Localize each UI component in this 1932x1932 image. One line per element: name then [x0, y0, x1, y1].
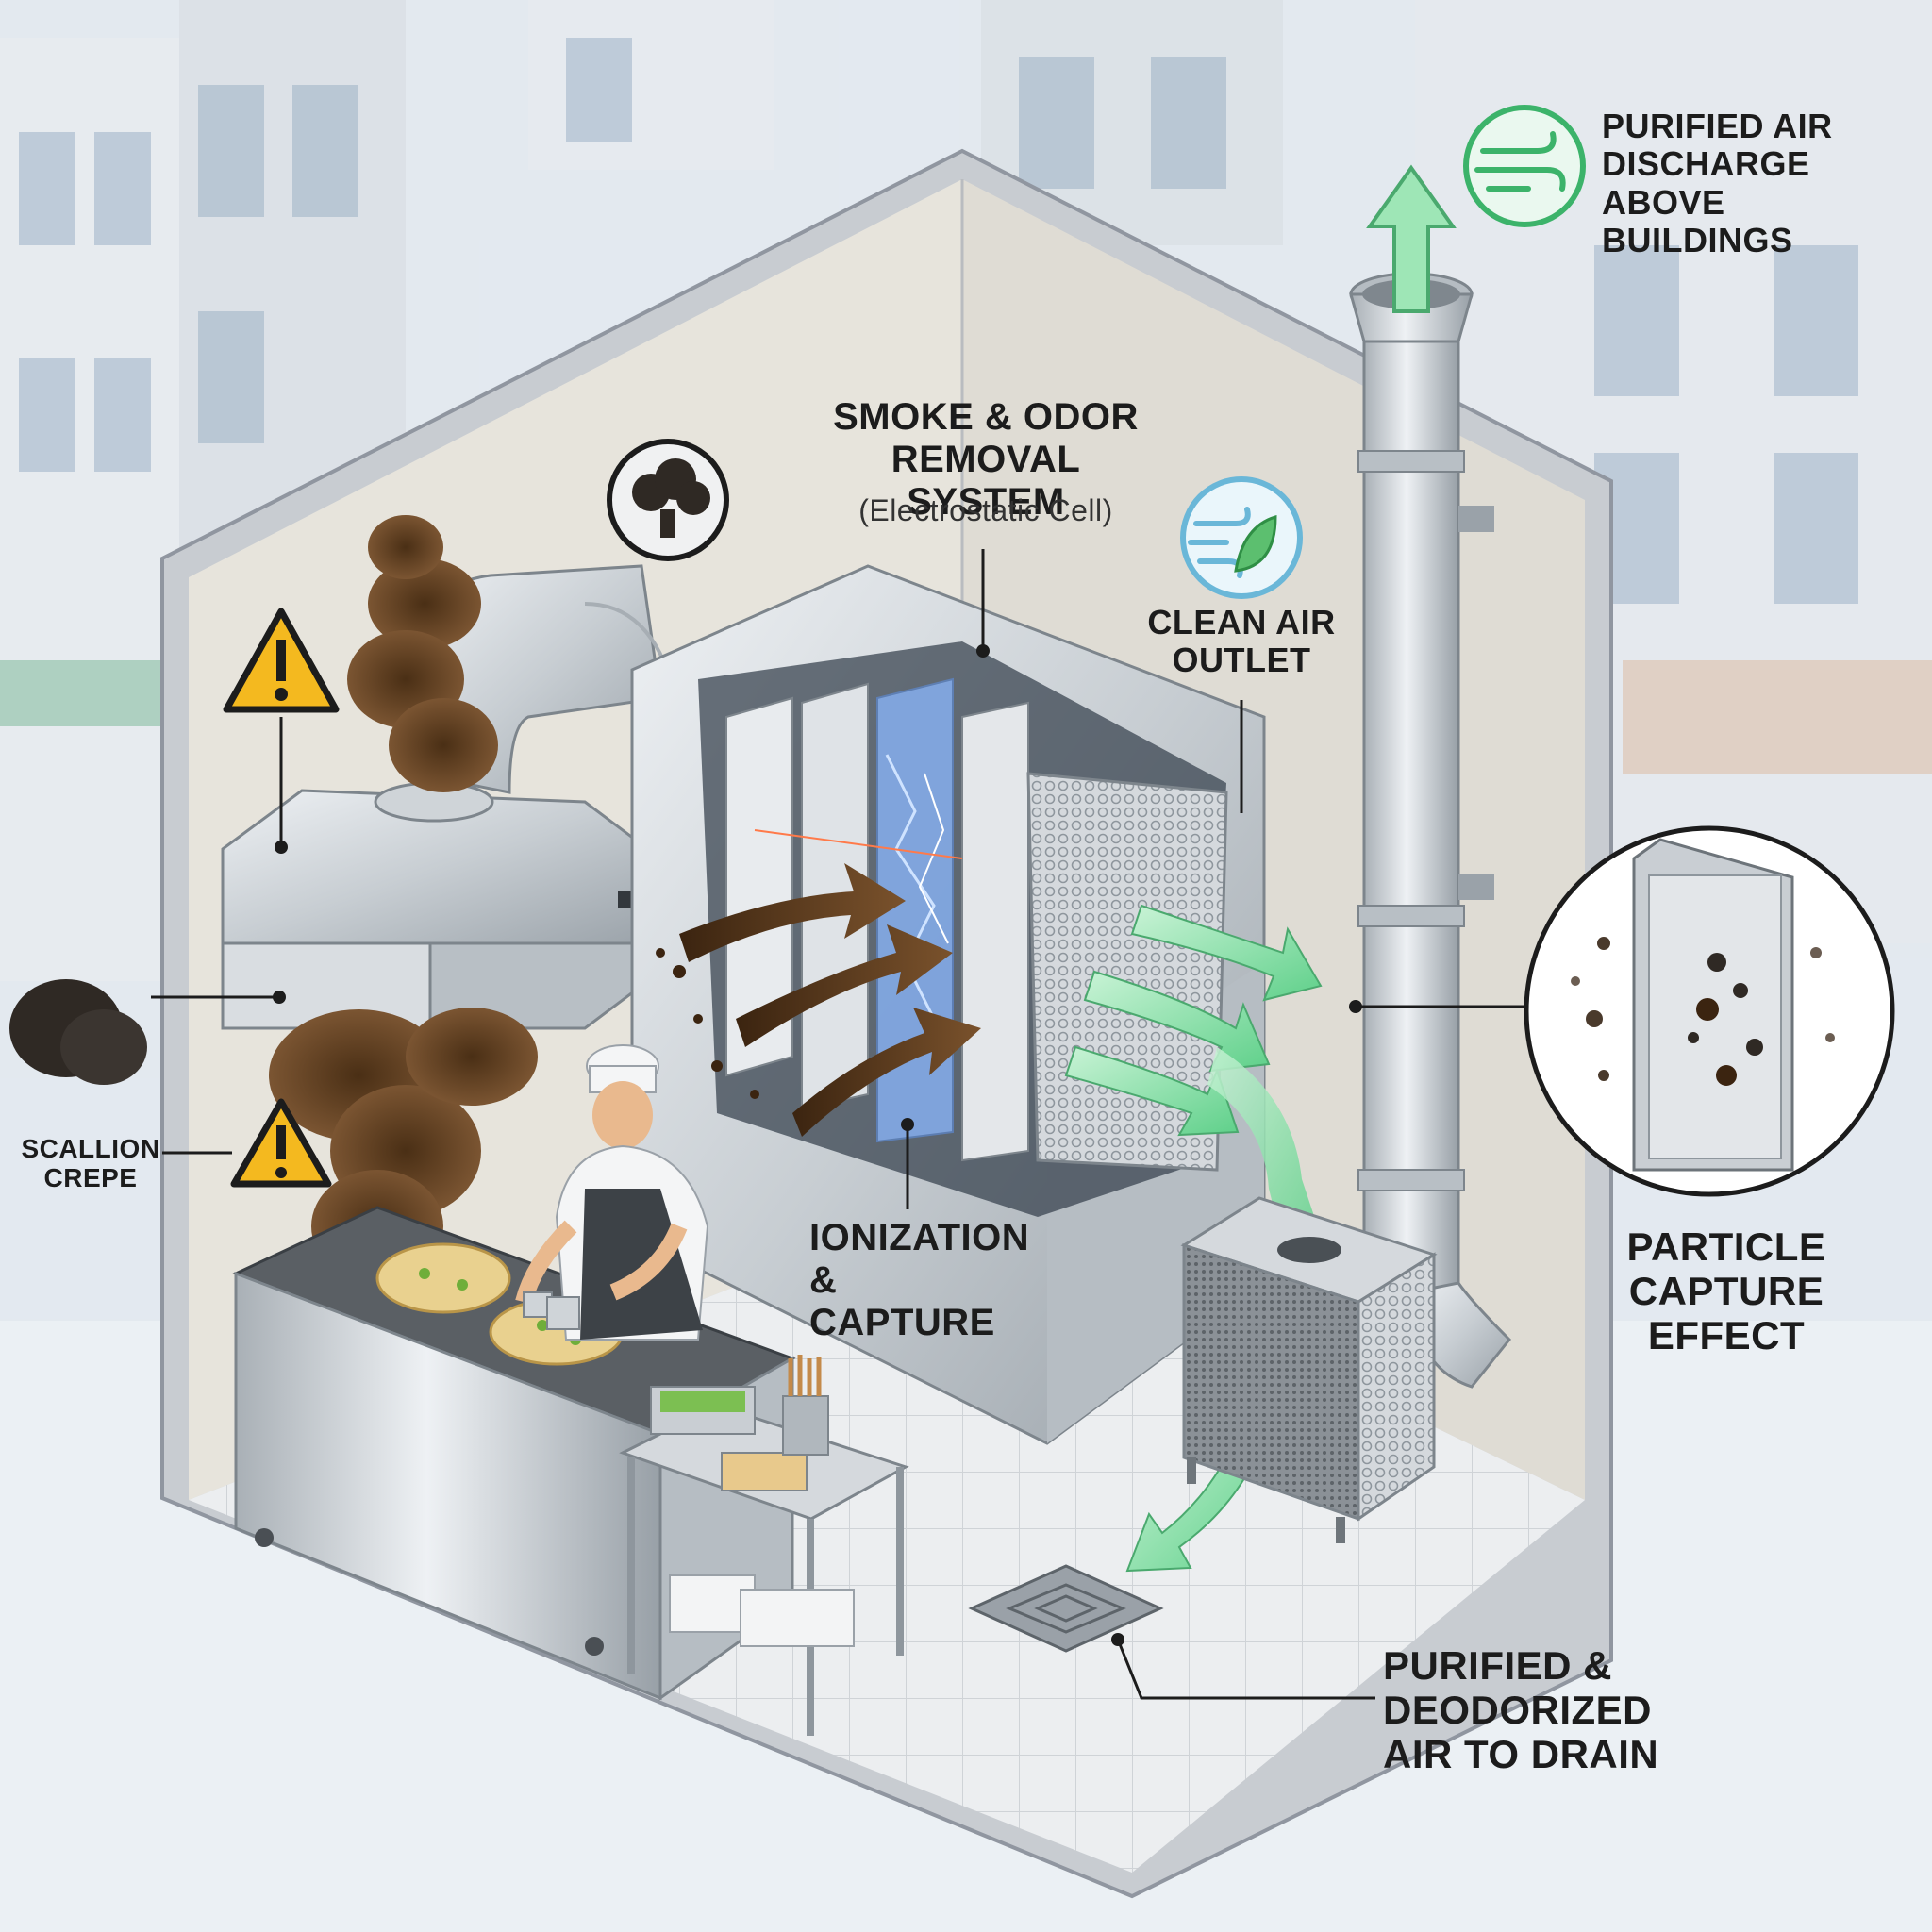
wind-icon [1466, 108, 1583, 225]
scallion-crepe-label: SCALLION CREPE [19, 1134, 162, 1193]
leader-dot [275, 841, 288, 854]
leader-dot [1349, 1000, 1362, 1013]
particle-capture-label: PARTICLE CAPTURE EFFECT [1613, 1224, 1840, 1357]
leader-dot [976, 644, 990, 658]
kitchen-hood [223, 783, 660, 1028]
leader-dot [273, 991, 286, 1004]
particle-capture-inset [1526, 828, 1892, 1194]
system-subtitle: (Electrostatic Cell) [811, 494, 1160, 528]
ionization-capture-label: IONIZATION & CAPTURE [809, 1217, 1017, 1343]
clean-air-outlet-label: CLEAN AIR OUTLET [1130, 604, 1353, 680]
leader-dot [901, 1118, 914, 1131]
wind-leaf-icon [1183, 479, 1300, 596]
smoke-cloud-icon [609, 441, 726, 558]
purified-drain-label: PURIFIED & DEODORIZED AIR TO DRAIN [1383, 1643, 1685, 1776]
purified-discharge-label: PURIFIED AIR DISCHARGE ABOVE BUILDINGS [1602, 108, 1913, 259]
leader-dot [1111, 1633, 1124, 1646]
